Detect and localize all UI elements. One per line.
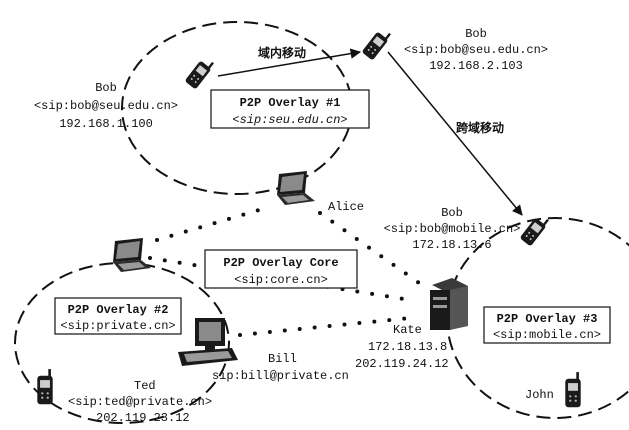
mobile-phone-icon xyxy=(361,26,393,61)
laptop-icon xyxy=(277,171,315,205)
svg-text:172.18.13.8: 172.18.13.8 xyxy=(368,340,447,354)
mobile-phone-icon xyxy=(519,212,551,247)
svg-text:<sip:ted@private.cn>: <sip:ted@private.cn> xyxy=(68,395,212,409)
svg-text:<sip:bob@seu.edu.cn>: <sip:bob@seu.edu.cn> xyxy=(34,99,178,113)
svg-text:<sip:bob@seu.edu.cn>: <sip:bob@seu.edu.cn> xyxy=(404,43,548,57)
bob-cross-label: Bob <sip:bob@mobile.cn> 172.18.13.6 xyxy=(384,206,521,252)
svg-text:Bob: Bob xyxy=(441,206,463,220)
svg-text:172.18.13.6: 172.18.13.6 xyxy=(412,238,491,252)
cross-move-label: 跨域移动 xyxy=(456,120,504,135)
svg-text:192.168.1.100: 192.168.1.100 xyxy=(59,117,153,131)
ted-label: Ted <sip:ted@private.cn> 202.119.23.12 xyxy=(68,379,212,425)
bill-label: Bill sip:bill@private.cn xyxy=(212,352,349,383)
svg-text:<sip:private.cn>: <sip:private.cn> xyxy=(60,319,175,333)
john-label: John xyxy=(525,388,554,402)
overlay-2-box: P2P Overlay #2 <sip:private.cn> xyxy=(54,297,182,335)
intra-domain-move-arrow xyxy=(217,48,362,77)
overlay-3-box: P2P Overlay #3 <sip:mobile.cn> xyxy=(483,306,611,344)
overlay-core-box: P2P Overlay Core <sip:core.cn> xyxy=(204,249,358,289)
svg-text:<sip:seu.edu.cn>: <sip:seu.edu.cn> xyxy=(232,113,347,127)
svg-text:Ted: Ted xyxy=(134,379,156,393)
svg-text:P2P Overlay Core: P2P Overlay Core xyxy=(223,256,338,270)
svg-text:sip:bill@private.cn: sip:bill@private.cn xyxy=(212,369,349,383)
bob-home-label: Bob <sip:bob@seu.edu.cn> 192.168.1.100 xyxy=(34,81,178,131)
svg-text:<sip:mobile.cn>: <sip:mobile.cn> xyxy=(493,328,601,342)
bob-intra-label: Bob <sip:bob@seu.edu.cn> 192.168.2.103 xyxy=(404,27,548,73)
kate-label: Kate 172.18.13.8 202.119.24.12 xyxy=(355,323,449,371)
overlay-1-box: P2P Overlay #1 <sip:seu.edu.cn> xyxy=(210,89,370,129)
mobile-phone-icon xyxy=(565,372,581,408)
server-tower-icon xyxy=(430,278,468,330)
cross-domain-move-arrow xyxy=(387,51,523,216)
svg-text:Kate: Kate xyxy=(393,323,422,337)
svg-text:202.119.23.12: 202.119.23.12 xyxy=(96,411,190,425)
svg-text:Bob: Bob xyxy=(95,81,117,95)
svg-text:<sip:bob@mobile.cn>: <sip:bob@mobile.cn> xyxy=(384,222,521,236)
svg-text:192.168.2.103: 192.168.2.103 xyxy=(429,59,523,73)
alice-label: Alice xyxy=(328,200,364,214)
svg-text:P2P Overlay #2: P2P Overlay #2 xyxy=(68,303,169,317)
desktop-computer-icon xyxy=(178,318,238,366)
laptop-icon xyxy=(113,238,151,272)
svg-text:Bill: Bill xyxy=(268,352,297,366)
svg-text:P2P Overlay #1: P2P Overlay #1 xyxy=(240,96,341,110)
mobile-phone-icon xyxy=(37,369,53,405)
svg-text:P2P Overlay #3: P2P Overlay #3 xyxy=(497,312,598,326)
core-overlay-links xyxy=(148,206,424,337)
svg-text:202.119.24.12: 202.119.24.12 xyxy=(355,357,449,371)
svg-text:<sip:core.cn>: <sip:core.cn> xyxy=(234,273,328,287)
svg-text:Bob: Bob xyxy=(465,27,487,41)
intra-move-label: 域内移动 xyxy=(258,45,306,60)
mobile-phone-icon xyxy=(184,55,216,90)
